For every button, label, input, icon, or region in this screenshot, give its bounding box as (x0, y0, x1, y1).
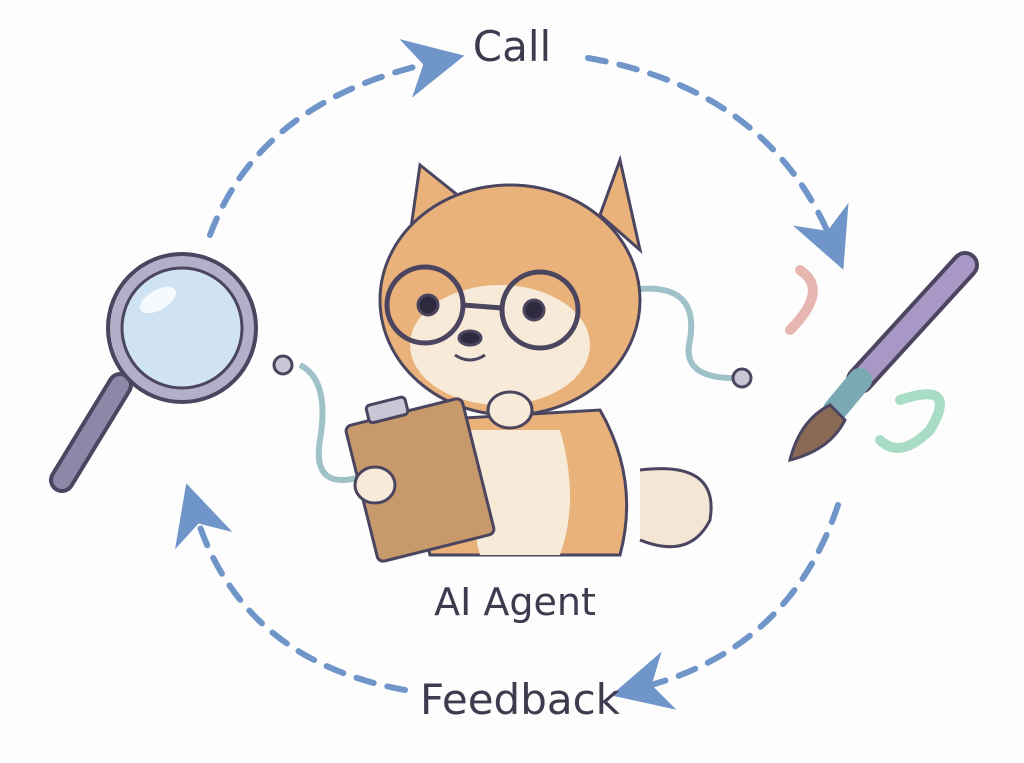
ai-agent-label: AI Agent (434, 580, 596, 624)
arrow-tool-to-feedback (610, 502, 841, 710)
arrow-feedback-to-search (175, 483, 408, 693)
arrow-to-call (207, 39, 465, 238)
magnifying-glass-icon (49, 252, 258, 493)
feedback-label: Feedback (419, 675, 621, 724)
paintbrush-icon (785, 251, 979, 463)
arrow-call-to-tool (585, 55, 849, 270)
call-label: Call (472, 22, 552, 71)
shiba-agent-illustration (272, 154, 753, 563)
